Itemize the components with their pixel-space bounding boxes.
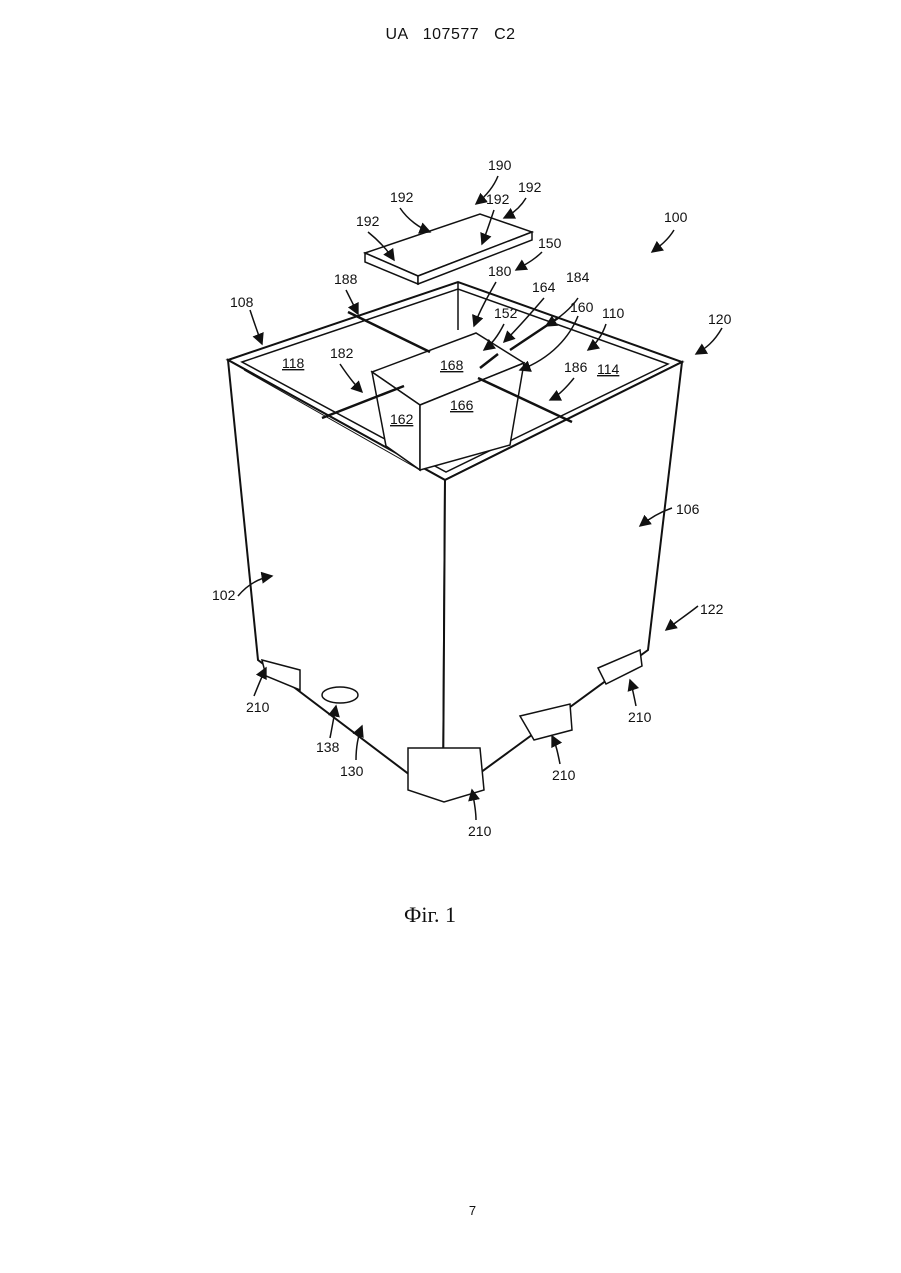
label-150: 150 <box>538 235 562 251</box>
label-210-d: 210 <box>628 709 652 725</box>
label-180: 180 <box>488 263 512 279</box>
figure-caption: Фіг. 1 <box>0 902 860 928</box>
label-130: 130 <box>340 763 364 779</box>
page-number: 7 <box>0 1203 901 1218</box>
label-118: 118 <box>282 355 305 371</box>
label-108: 108 <box>230 294 254 310</box>
label-120: 120 <box>708 311 732 327</box>
label-100: 100 <box>664 209 688 225</box>
label-210-c: 210 <box>552 767 576 783</box>
label-210-b: 210 <box>468 823 492 839</box>
label-110: 110 <box>602 305 625 321</box>
label-166: 166 <box>450 397 474 413</box>
label-192-b: 192 <box>356 213 380 229</box>
label-186: 186 <box>564 359 588 375</box>
label-152: 152 <box>494 305 518 321</box>
label-192-a: 192 <box>390 189 414 205</box>
label-114: 114 <box>597 361 620 377</box>
label-190: 190 <box>488 157 512 173</box>
label-192-c: 192 <box>486 191 510 207</box>
label-102: 102 <box>212 587 236 603</box>
label-192-d: 192 <box>518 179 542 195</box>
label-164: 164 <box>532 279 556 295</box>
label-106: 106 <box>676 501 700 517</box>
label-168: 168 <box>440 357 464 373</box>
label-188: 188 <box>334 271 358 287</box>
label-210-a: 210 <box>246 699 270 715</box>
label-162: 162 <box>390 411 414 427</box>
label-184: 184 <box>566 269 590 285</box>
label-122: 122 <box>700 601 724 617</box>
label-160: 160 <box>570 299 594 315</box>
label-138: 138 <box>316 739 340 755</box>
label-182: 182 <box>330 345 354 361</box>
